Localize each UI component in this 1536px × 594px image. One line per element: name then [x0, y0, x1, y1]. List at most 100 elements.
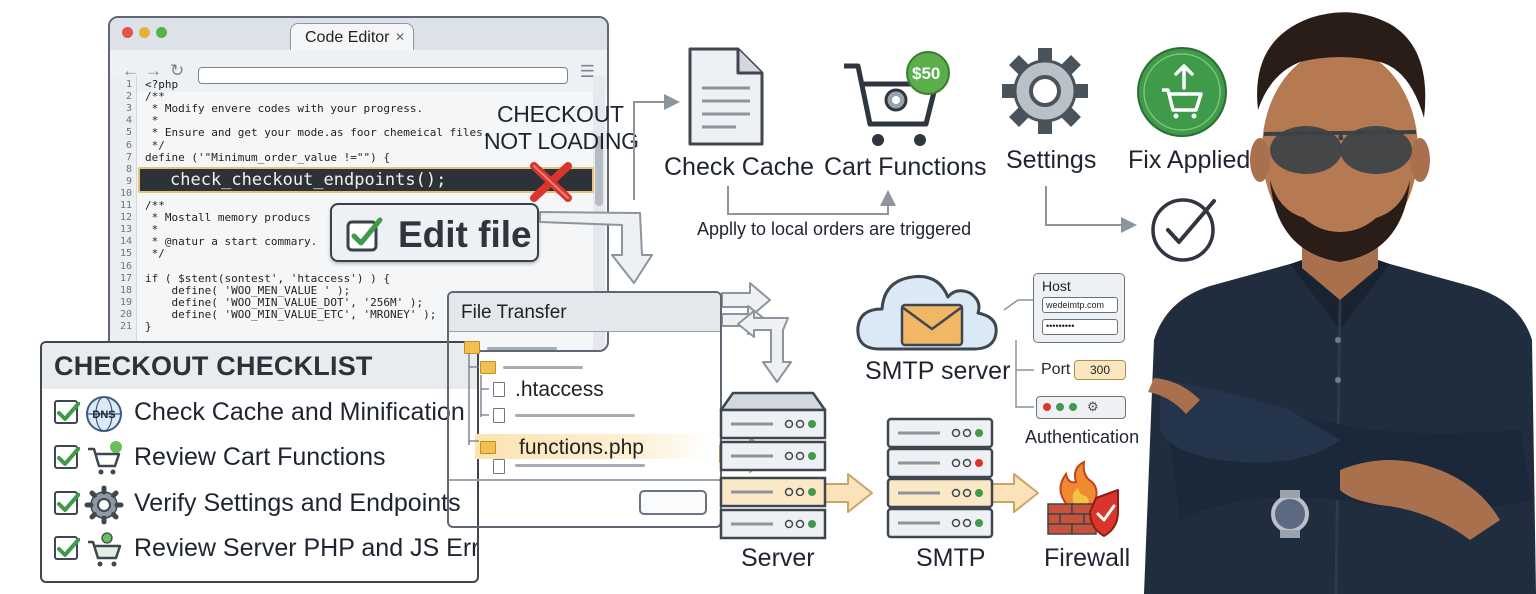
- line-number: 17: [119, 272, 132, 284]
- close-tab-icon[interactable]: ✕: [394, 30, 405, 44]
- line-number: 13: [119, 224, 132, 236]
- editor-titlebar: Code Editor ✕: [110, 18, 607, 50]
- tree-lines: [468, 353, 489, 445]
- folder-icon: [464, 341, 480, 354]
- dns-globe-icon: DNS: [86, 396, 122, 432]
- file-name-selected[interactable]: functions.php: [519, 436, 644, 459]
- firewall-label: Firewall: [1044, 544, 1131, 572]
- check-circle-icon: [1151, 198, 1216, 262]
- code-line: /**: [145, 199, 165, 212]
- price-badge-icon: [906, 51, 950, 95]
- cloud-mail-icon: [856, 274, 998, 351]
- host-label: Host: [1042, 278, 1071, 294]
- line-number: 20: [119, 308, 132, 320]
- code-line: define ('"Minimum_order_value !="") {: [145, 150, 391, 164]
- line-number: 8: [125, 163, 132, 175]
- code-line: * @natur a start commary.: [145, 235, 318, 249]
- code-line: }: [145, 320, 152, 333]
- file-transfer-window: File Transfer .htaccess functions.php: [447, 291, 722, 528]
- file-transfer-title: File Transfer: [461, 302, 567, 323]
- settings-gear-icon: [1002, 48, 1088, 134]
- checklist-item[interactable]: Verify Settings and Endpoints: [42, 483, 477, 527]
- line-number: 1: [125, 79, 132, 90]
- line-number: 10: [119, 187, 132, 199]
- line-number: 11: [119, 200, 132, 211]
- minimize-window-dot[interactable]: [139, 27, 150, 38]
- checklist-item-label: Verify Settings and Endpoints: [134, 489, 461, 517]
- port-input[interactable]: 300: [1074, 360, 1126, 380]
- transfer-ok-button[interactable]: [639, 490, 707, 515]
- smtp-host-panel: Host wedeimtp.com •••••••••: [1033, 273, 1125, 343]
- gear-icon[interactable]: ⚙: [1087, 399, 1099, 414]
- line-number: 9: [125, 175, 132, 187]
- reload-icon[interactable]: ↻: [170, 61, 185, 80]
- tree-placeholder-line: [487, 347, 557, 350]
- close-window-dot[interactable]: [122, 27, 133, 38]
- edit-file-label: Edit file: [398, 214, 532, 255]
- smtp-server-rack-icon: [886, 417, 994, 539]
- dns-icon-text: DNS: [92, 409, 115, 421]
- scrollbar-thumb[interactable]: [595, 136, 603, 206]
- cart-icon: [88, 441, 122, 475]
- error-label-line1: CHECKOUT: [497, 101, 624, 127]
- line-number: 12: [119, 212, 132, 224]
- editor-tab[interactable]: Code Editor ✕: [290, 23, 414, 50]
- code-line: <?php: [145, 78, 179, 91]
- smtp-server-label: SMTP server: [865, 357, 1011, 385]
- line-number: 2: [125, 91, 132, 103]
- checklist-item[interactable]: Review Cart Functions: [42, 437, 477, 481]
- file-icon: [493, 408, 505, 423]
- password-input[interactable]: •••••••••: [1042, 319, 1118, 335]
- forward-arrow-icon[interactable]: →: [145, 61, 162, 80]
- selected-file-highlight: [475, 434, 709, 459]
- editor-tab-title: Code Editor: [305, 29, 390, 46]
- file-icon: [493, 459, 505, 474]
- folder-icon: [480, 441, 496, 454]
- code-line: * Modify envere codes with your progress…: [145, 102, 424, 116]
- checkbox-checked-icon[interactable]: [54, 400, 81, 424]
- edit-file-button[interactable]: Edit file: [330, 203, 539, 262]
- line-number-gutter: [110, 76, 137, 350]
- checkbox-checked-icon[interactable]: [54, 445, 81, 469]
- tree-placeholder-line: [515, 414, 635, 417]
- checklist-item-label: Check Cache and Minification: [134, 398, 465, 426]
- highlighted-code: check_checkout_endpoints();: [170, 170, 447, 190]
- presenter-photo: [1144, 12, 1536, 594]
- code-line: define( 'WOO_MEN_VALUE ' );: [145, 283, 351, 297]
- checkbox-checked-icon: [346, 217, 383, 252]
- maximize-window-dot[interactable]: [156, 27, 167, 38]
- code-line: if ( $stent(sontest', 'htaccess') ) {: [145, 271, 391, 285]
- address-bar[interactable]: [198, 67, 568, 84]
- code-line: * Ensure and get your mode.as foor cheme…: [145, 126, 490, 140]
- error-x-icon: [530, 162, 572, 202]
- firewall-icon: [1047, 460, 1119, 537]
- code-line: define( 'WOO_MIN_VALUE_ETC', 'MRONEY' );: [145, 307, 437, 321]
- code-line: define( 'WOO_MIN_VALUE_DOT', '256M' );: [145, 295, 424, 309]
- back-arrow-icon[interactable]: ←: [122, 61, 139, 80]
- cart-gear-icon: [88, 532, 122, 567]
- gear-icon: [84, 485, 124, 525]
- checkbox-checked-icon[interactable]: [54, 536, 81, 560]
- server-label: Server: [741, 544, 815, 572]
- fix-applied-icon: [1137, 47, 1227, 137]
- checklist-header: CHECKOUT CHECKLIST: [42, 343, 477, 389]
- settings-label: Settings: [1006, 146, 1097, 174]
- checklist-item[interactable]: DNS Check Cache and Minification: [42, 392, 477, 436]
- line-number: 19: [119, 296, 132, 308]
- highlighted-code-line: [138, 167, 594, 193]
- file-icon: [493, 382, 505, 397]
- file-name[interactable]: .htaccess: [515, 378, 604, 401]
- checkout-checklist: CHECKOUT CHECKLIST DNS Check Cache and M…: [40, 341, 479, 583]
- menu-icon[interactable]: ☰: [579, 62, 595, 81]
- code-line: *: [145, 114, 159, 128]
- editor-navbar: ← → ↻ ☰: [110, 50, 607, 92]
- host-input[interactable]: wedeimtp.com: [1042, 297, 1118, 313]
- port-label: Port: [1041, 361, 1071, 378]
- code-line: /**: [145, 90, 165, 104]
- smtp-label: SMTP: [916, 544, 986, 572]
- checklist-item[interactable]: Review Server PHP and JS Errors: [42, 528, 477, 572]
- tree-placeholder-line: [503, 366, 583, 369]
- checkbox-checked-icon[interactable]: [54, 491, 81, 515]
- line-number: 4: [125, 115, 132, 127]
- line-number: 3: [125, 103, 132, 115]
